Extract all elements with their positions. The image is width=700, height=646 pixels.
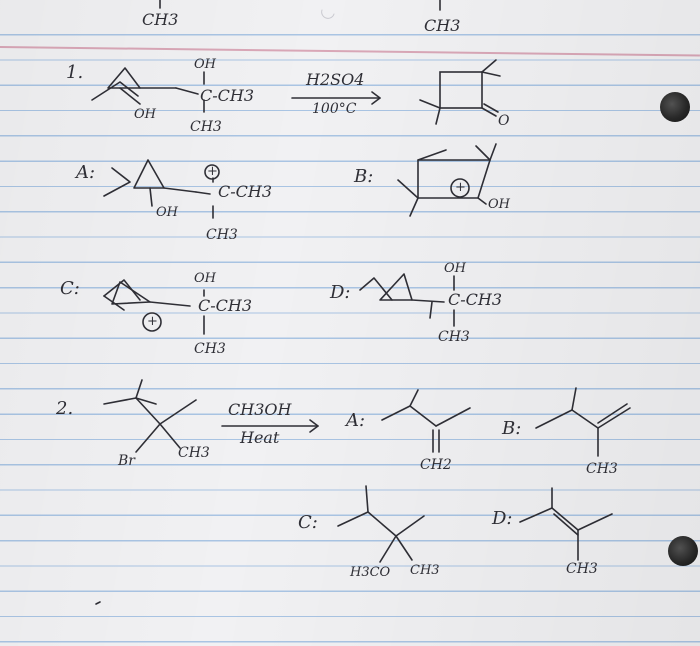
p2-reactant-ch3-label: CH3	[178, 445, 210, 461]
p1-reagent-label: H2SO4	[306, 70, 365, 89]
p1-option-b-plus: +	[455, 180, 466, 195]
p1-product-o-label: O	[498, 113, 510, 129]
p2-option-c-structure	[337, 485, 425, 563]
problem-1-number: 1.	[66, 62, 84, 83]
p2-option-d-structure	[519, 487, 613, 561]
p1-option-d-structure	[359, 273, 455, 327]
top-right-ch3-label: CH3	[424, 16, 461, 35]
p1-option-a-letter: A:	[76, 162, 96, 183]
p2-option-b-sub: CH3	[586, 461, 618, 477]
p1-option-a-plus: +	[207, 164, 218, 179]
p1-option-b-oh: OH	[488, 197, 510, 212]
p1-option-a-bottom-ch3: CH3	[206, 227, 238, 243]
p1-reactant-ring-oh-label: OH	[134, 107, 156, 122]
stray-mark	[95, 601, 101, 605]
p1-option-a-structure	[103, 159, 220, 219]
p2-reaction-arrow	[221, 419, 319, 433]
p2-option-a-letter: A:	[346, 410, 366, 431]
p1-reactant-oh-label: OH	[194, 57, 216, 72]
p2-option-b-structure	[535, 387, 631, 457]
p1-option-c-bottom-ch3: CH3	[194, 341, 226, 357]
p2-reactant-structure	[103, 379, 197, 453]
p2-option-a-structure	[381, 389, 471, 453]
p1-reactant-structure	[91, 67, 205, 113]
p1-option-c-right-group: C-CH3	[198, 296, 253, 315]
p2-condition-label: Heat	[240, 428, 280, 447]
p2-reagent-label: CH3OH	[228, 400, 292, 419]
p1-reactant-bottom-ch3: CH3	[190, 119, 222, 135]
p1-option-c-top-oh: OH	[194, 271, 216, 286]
p1-option-a-oh: OH	[156, 205, 178, 220]
p1-option-d-letter: D:	[330, 282, 351, 303]
binder-hole-bottom	[668, 536, 698, 566]
p2-option-d-sub: CH3	[566, 561, 598, 577]
p2-option-c-letter: C:	[298, 512, 318, 533]
p1-option-c-letter: C:	[60, 278, 80, 299]
binder-hole-top	[660, 92, 690, 122]
p1-option-c-structure	[103, 279, 205, 335]
p2-option-c-left-group: H3CO	[350, 565, 391, 580]
p2-option-b-letter: B:	[502, 418, 522, 439]
p1-option-a-right-group: C-CH3	[218, 182, 273, 201]
p1-option-c-plus: +	[147, 314, 158, 329]
p2-reactant-br-label: Br	[118, 453, 135, 469]
p1-product-structure	[419, 59, 501, 125]
p2-option-d-letter: D:	[492, 508, 513, 529]
p1-reactant-right-group: C-CH3	[200, 86, 255, 105]
problem-2-number: 2.	[56, 398, 74, 419]
p1-option-d-right-group: C-CH3	[448, 290, 503, 309]
p1-option-b-structure	[397, 143, 497, 217]
faint-mark	[321, 9, 335, 19]
top-left-ch3-label: CH3	[142, 10, 179, 29]
p1-reaction-arrow	[291, 91, 381, 105]
p1-option-d-bottom-ch3: CH3	[438, 329, 470, 345]
p1-option-b-letter: B:	[354, 166, 374, 187]
p1-condition-label: 100°C	[312, 101, 357, 117]
p2-option-c-right-group: CH3	[410, 563, 440, 578]
p1-option-d-top-oh: OH	[444, 261, 466, 276]
p2-option-a-sub: CH2	[420, 457, 452, 473]
